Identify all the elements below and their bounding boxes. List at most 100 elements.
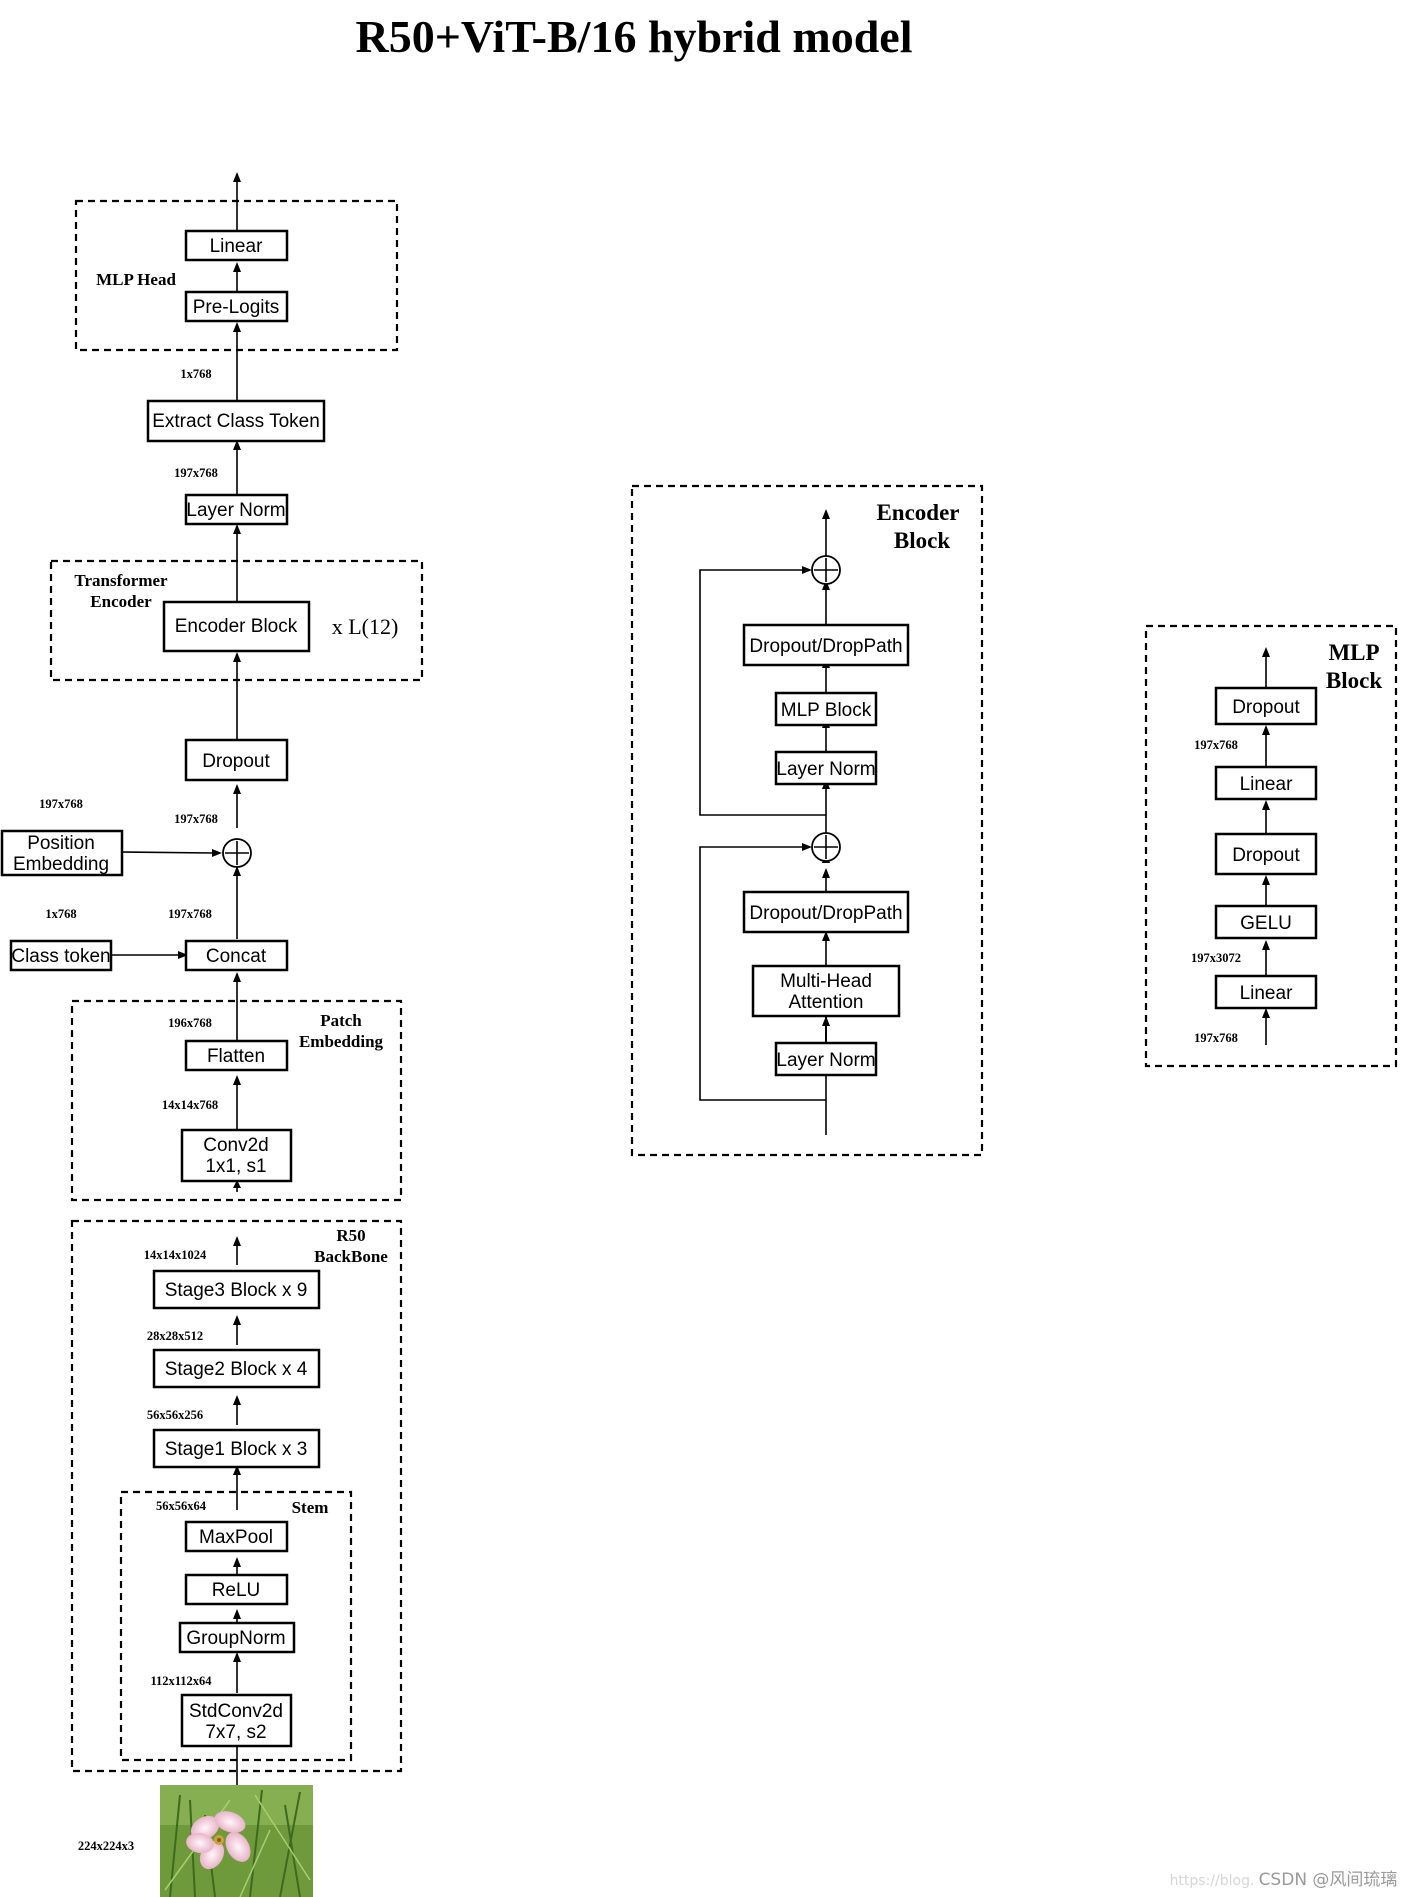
encoder-mlp-block-label: MLP Block: [781, 700, 872, 721]
encoder-detail-label-1: Encoder: [876, 500, 959, 525]
dim-1x768-head: 1x768: [180, 367, 211, 381]
encoder-dropout-bottom-label: Dropout/DropPath: [749, 903, 902, 924]
dim-112x112x64: 112x112x64: [150, 1674, 212, 1688]
mlp-head-label: MLP Head: [96, 270, 176, 289]
dropout-box: [184, 738, 289, 782]
encoder-mha-box: [751, 964, 901, 1018]
r50-label-2: BackBone: [314, 1247, 388, 1266]
extract-class-token-label: Extract Class Token: [152, 411, 320, 432]
mlp-linear-bottom-label: Linear: [1240, 983, 1293, 1004]
encoder-layer-norm-top-box: [774, 750, 878, 786]
encoder-block-box: [162, 600, 311, 653]
mlp-linear-top-label: Linear: [1240, 774, 1293, 795]
relu-box: [184, 1573, 289, 1606]
stage3-label: Stage3 Block x 9: [165, 1280, 308, 1301]
watermark-text: CSDN @风间琉璃: [1259, 1870, 1398, 1890]
add-node: [222, 838, 252, 868]
linear-box: [184, 229, 289, 262]
encoder-add-node-top: [811, 555, 841, 585]
dim-56x56x256: 56x56x256: [147, 1408, 203, 1422]
encoder-mlp-block-box: [774, 691, 878, 727]
encoder-layer-norm-top-label: Layer Norm: [776, 759, 875, 780]
dim-56x56x64: 56x56x64: [156, 1499, 207, 1513]
stem-group: Stem 56x56x64 MaxPool ReLU GroupNorm 112…: [119, 1490, 353, 1762]
groupnorm-box: [178, 1621, 296, 1654]
encoder-add-node-bottom: [811, 832, 841, 862]
stage1-box: [152, 1428, 321, 1469]
patch-embedding-label-2: Embedding: [299, 1032, 384, 1051]
flatten-label: Flatten: [207, 1046, 265, 1067]
conv2d-box: [180, 1128, 293, 1183]
stdconv2d-label-2: 7x7, s2: [205, 1722, 266, 1743]
relu-label: ReLU: [212, 1580, 261, 1601]
encoder-block-detail-group: Encoder Block: [630, 484, 984, 1157]
concat-box: [184, 939, 289, 972]
dim-197x768-pos: 197x768: [39, 797, 83, 811]
transformer-encoder-label-2: Encoder: [90, 592, 152, 611]
conv2d-label-2: 1x1, s1: [205, 1156, 266, 1177]
mlp-linear-top-box: [1214, 765, 1318, 801]
layer-norm-box: [184, 493, 289, 526]
watermark-url: https://blog.: [1170, 1873, 1255, 1889]
mlp-dim-top: 197x768: [1194, 738, 1238, 752]
dropout-label: Dropout: [202, 751, 270, 772]
encoder-dropout-top-box: [742, 623, 910, 667]
mlp-head-group: MLP Head Linear Pre-Logits: [74, 199, 399, 352]
stage2-box: [152, 1348, 321, 1389]
layer-norm-label: Layer Norm: [186, 500, 285, 521]
mlp-detail-label-1: MLP: [1328, 640, 1379, 665]
dim-197x768-add: 197x768: [174, 812, 218, 826]
conv2d-label-1: Conv2d: [203, 1135, 269, 1156]
encoder-layer-norm-bottom-label: Layer Norm: [776, 1050, 875, 1071]
stdconv2d-box: [180, 1693, 293, 1748]
transformer-encoder-group: Transformer Encoder Encoder Block x L(12…: [49, 559, 424, 682]
main-flow-arrows: [111, 172, 241, 1785]
mlp-gelu-box: [1214, 904, 1318, 940]
mlp-dropout-top-label: Dropout: [1232, 697, 1300, 718]
pre-logits-label: Pre-Logits: [193, 297, 280, 318]
encoder-detail-arrows: [699, 509, 830, 1135]
stem-label: Stem: [292, 1498, 329, 1517]
transformer-encoder-label-1: Transformer: [74, 571, 168, 590]
class-token-box: [9, 939, 113, 972]
mlp-gelu-label: GELU: [1240, 913, 1292, 934]
stage3-box: [152, 1269, 321, 1310]
stage2-label: Stage2 Block x 4: [165, 1359, 308, 1380]
position-embedding-box: [0, 829, 124, 877]
mlp-dropout-mid-box: [1214, 832, 1318, 876]
dim-224x224x3: 224x224x3: [78, 1839, 134, 1853]
mlp-detail-arrows: [1262, 647, 1270, 1045]
r50-label-1: R50: [336, 1226, 365, 1245]
mlp-dim-bottom: 197x768: [1194, 1031, 1238, 1045]
r50-backbone-group: R50 BackBone 14x14x1024 Stage3 Block x 9…: [70, 1219, 403, 1773]
class-token-label: Class token: [11, 946, 110, 967]
dim-28x28x512: 28x28x512: [147, 1329, 203, 1343]
encoder-mha-label-2: Attention: [789, 992, 864, 1013]
linear-label: Linear: [210, 236, 263, 257]
patch-embedding-label-1: Patch: [320, 1011, 362, 1030]
dim-197x768-concat: 197x768: [168, 907, 212, 921]
mlp-detail-label-2: Block: [1326, 668, 1382, 693]
position-embedding-label-1: Position: [27, 833, 95, 854]
pre-logits-box: [184, 290, 289, 323]
input-flower-image: [160, 1785, 313, 1897]
maxpool-label: MaxPool: [199, 1527, 273, 1548]
encoder-mha-label-1: Multi-Head: [780, 971, 872, 992]
flatten-box: [184, 1039, 289, 1072]
stdconv2d-label-1: StdConv2d: [189, 1701, 283, 1722]
concat-label: Concat: [206, 946, 267, 967]
dim-14x14x1024: 14x14x1024: [144, 1248, 207, 1262]
mlp-linear-bottom-box: [1214, 974, 1318, 1010]
encoder-dropout-bottom-box: [742, 890, 910, 934]
position-embedding-label-2: Embedding: [13, 854, 109, 875]
groupnorm-label: GroupNorm: [186, 1628, 285, 1649]
diagram-title: R50+ViT-B/16 hybrid model: [355, 11, 912, 62]
encoder-dropout-top-label: Dropout/DropPath: [749, 636, 902, 657]
patch-embedding-group: Patch Embedding 196x768 Flatten 14x14x76…: [70, 999, 403, 1202]
mlp-dropout-mid-label: Dropout: [1232, 845, 1300, 866]
maxpool-box: [184, 1520, 289, 1553]
dim-197x768-ln: 197x768: [174, 466, 218, 480]
mlp-block-detail-group: MLP Block Dropout 197x768 Linear Dropout…: [1144, 624, 1398, 1068]
